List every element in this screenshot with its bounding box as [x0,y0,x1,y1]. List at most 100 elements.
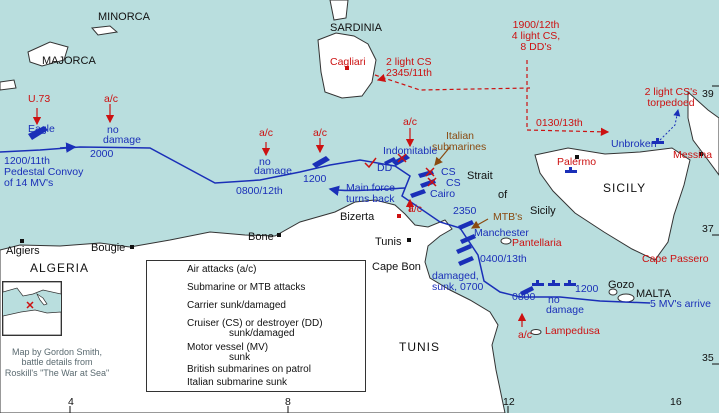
main-force-line-1: Main force [346,182,396,194]
force-1900: 1900/12th [512,19,560,31]
sardinia-island [317,32,377,99]
time-0400-13: 0400/13th [480,253,527,265]
light-cs-line-2: 2345/11th [386,67,432,79]
sicily-strait-label: Sicily [530,205,556,217]
legend-mv: Motor vessel (MV) [187,342,269,353]
five-mv-label: 5 MV's arrive [650,298,711,310]
mv-ship-2 [456,244,472,254]
ac-label-1: a/c [104,93,119,105]
bone-label: Bone [248,231,274,243]
damaged-label: damaged, [432,270,479,282]
mv-ship-4 [520,286,534,296]
manchester-ship [458,220,474,230]
lon-tick-12: 12 [503,396,515,408]
italy-mainland [687,90,719,176]
sicily-label: SICILY [603,181,647,195]
sardinia-label: SARDINIA [330,22,382,34]
submarines-label: submarines [432,141,487,153]
ac-label-4: a/c [403,116,418,128]
gozo-island [608,288,618,296]
damage-label-1: damage [103,134,141,146]
convoy-line-2: Pedestal Convoy [4,166,84,178]
time-1200b: 1200 [575,283,599,295]
pantellaria-label: Pantellaria [512,237,562,249]
italian-force-routes [374,60,610,137]
legend-carrier: Carrier sunk/damaged [187,300,286,311]
dd-ship [384,157,396,165]
credit-line-3: Roskill's "The War at Sea" [4,367,110,378]
manchester-label: Manchester [474,227,529,239]
no-label-1: no [107,124,119,136]
cairo-ship [410,189,426,198]
credit-line-2: battle details from [21,357,93,368]
lat-tick-39: 39 [702,88,714,100]
eagle-ship [28,126,48,140]
unbroken-route [659,109,681,141]
lon-tick-8: 8 [285,396,291,408]
time-0130: 0130/13th [536,117,583,129]
tunis-label: Tunis [375,236,402,248]
ac-label-3: a/c [313,127,328,139]
minorca-label: MINORCA [98,11,150,23]
algeria-label: ALGERIA [30,261,90,275]
sub-attack-arrows [434,146,489,229]
cape-bon-label: Cape Bon [372,261,421,273]
italian-label: Italian [446,130,475,142]
torp-line-2: torpedoed [647,97,695,109]
inset-map [2,281,62,336]
damage-label-3: damage [546,304,584,316]
ship-1200 [312,156,330,168]
pantellaria-island [500,237,512,245]
frame [69,85,719,413]
air-attack-arrows [32,104,527,327]
lat-tick-37: 37 [702,223,714,235]
legend-cruiser: Cruiser (CS) or destroyer (DD) [187,318,323,329]
tunis-region-label: TUNIS [399,340,440,354]
cs-label-2: CS [446,177,461,189]
legend: Air attacks (a/c) Submarine or MTB attac… [146,260,366,392]
lampedusa-label: Lampedusa [545,325,600,337]
convoy-line-3: of 14 MV's [4,177,54,189]
dd-label: DD [377,162,393,174]
cs-label-1: CS [441,166,456,178]
minorca-island [91,25,119,36]
time-1200: 1200 [303,173,327,185]
time-2350: 2350 [453,205,477,217]
malta-island [617,293,635,303]
time-0800: 0800 [512,291,536,303]
convoy-route [0,146,651,304]
u73-label: U.73 [28,93,51,105]
ac-label-5: a/c [408,203,423,215]
unbroken-label: Unbroken [611,138,657,150]
legend-mv-sunk: sunk [229,352,251,363]
legend-cruiser-sunk: sunk/damaged [229,328,295,339]
ibiza-island [0,79,17,91]
light-cs-line-1: 2 light CS [386,56,432,68]
mtbs-label: MTB's [493,211,523,223]
malta-label: MALTA [636,288,672,300]
cape-passero-label: Cape Passero [642,253,709,265]
cairo-label: Cairo [430,188,456,200]
majorca-island [27,41,69,67]
lon-tick-4: 4 [68,396,74,408]
main-force-route [328,185,406,196]
force-light: 4 light CS, [511,30,561,42]
convoy-arrow [59,142,77,153]
legend-sub: Submarine or MTB attacks [187,282,306,293]
ac-label-2: a/c [259,127,274,139]
corsica-tip [329,0,349,21]
no-label-2: no [259,156,271,168]
time-0800-12: 0800/12th [236,185,283,197]
mv-ship-3 [458,256,474,266]
red-town-dots [345,66,401,218]
mv-ship-1 [460,234,476,244]
no-label-3: no [548,294,560,306]
main-force-line-2: turns back [346,193,395,205]
legend-air: Air attacks (a/c) [187,264,257,275]
majorca-label: MAJORCA [42,55,96,67]
inset-graphics [3,282,61,335]
time-2000: 2000 [90,148,114,160]
sunk-0700-label: sunk, 0700 [432,281,484,293]
legend-italian-sunk: Italian submarine sunk [187,377,288,388]
force-dd: 8 DD's [520,41,552,53]
